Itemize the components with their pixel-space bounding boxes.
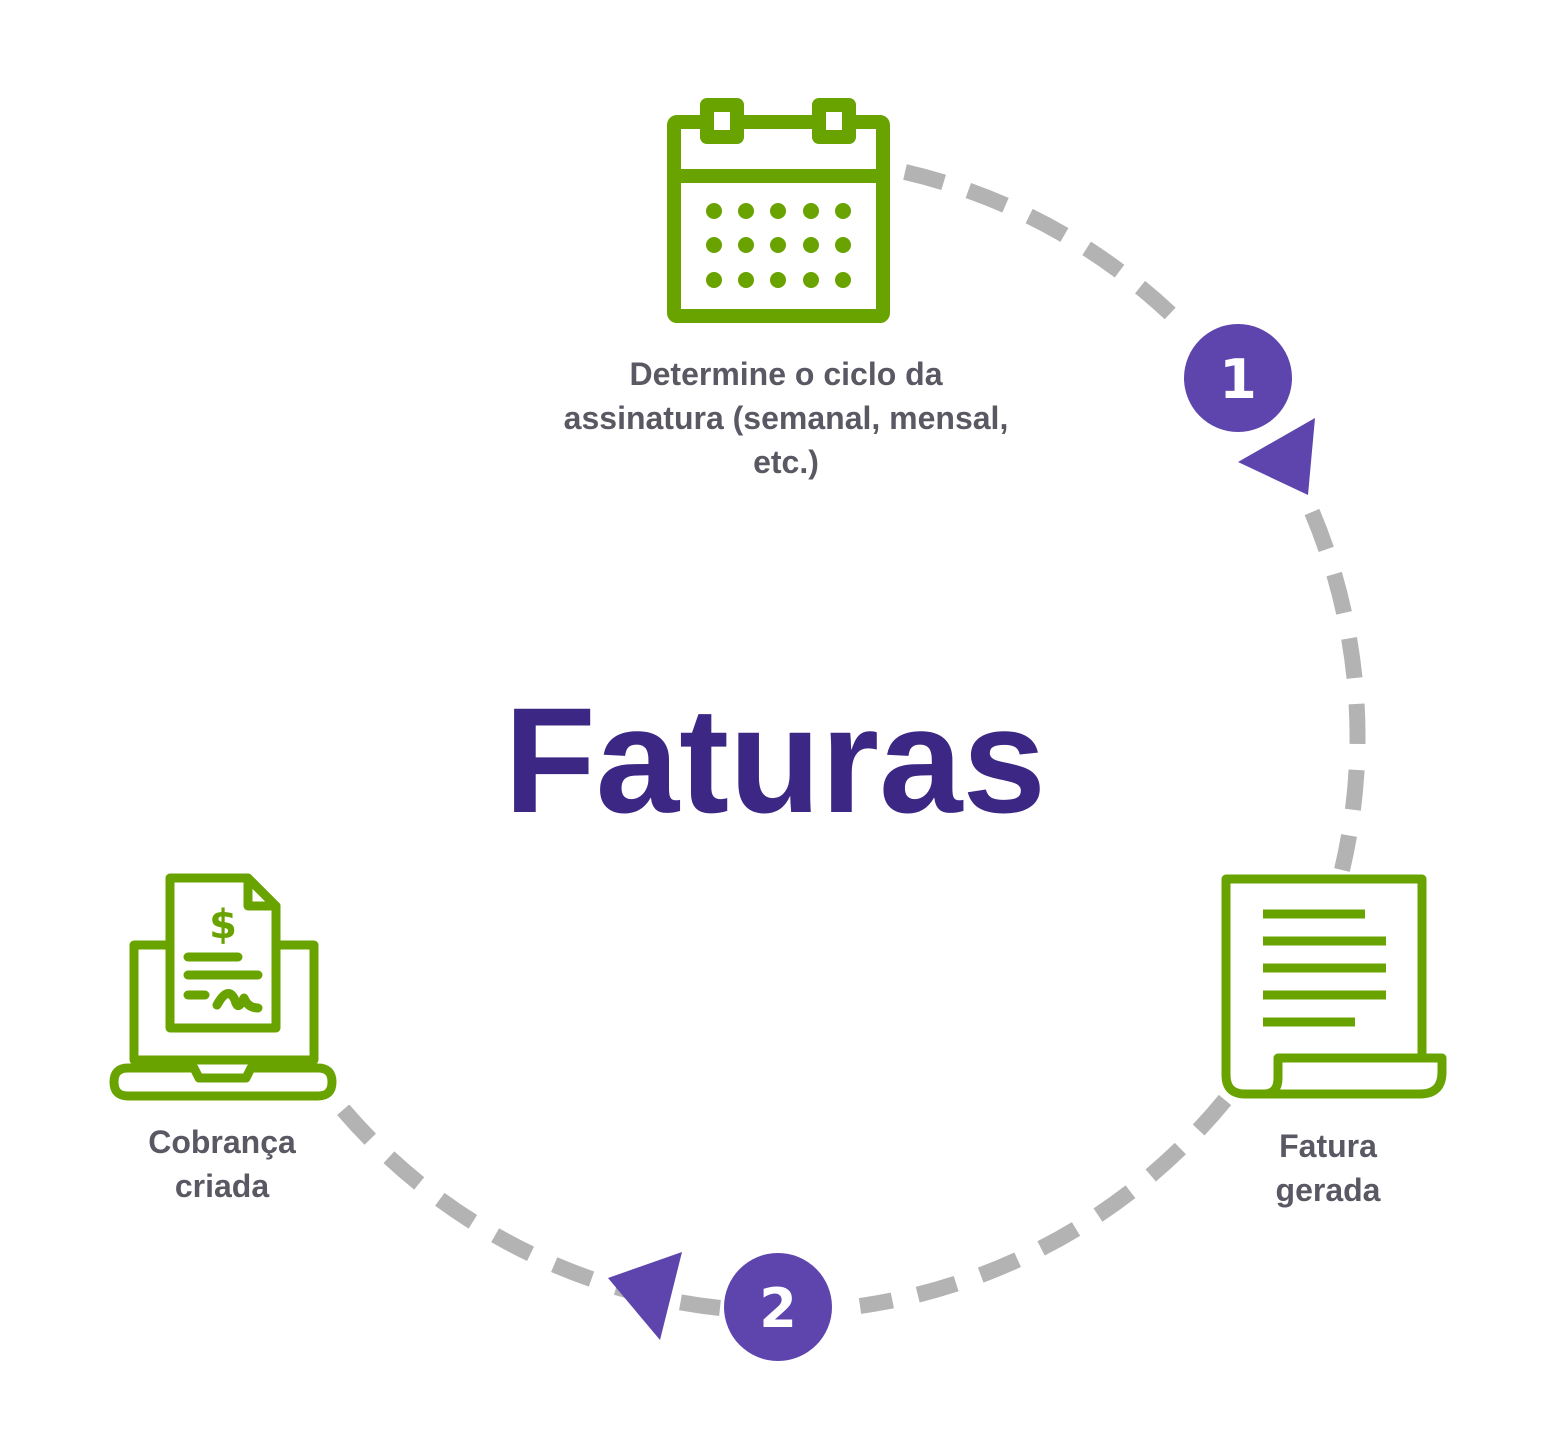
svg-text:2: 2	[759, 1277, 797, 1340]
svg-text:$: $	[209, 902, 237, 948]
arc-invoice-to-badge2	[858, 1094, 1232, 1314]
step-label-invoice-line1: Fatura	[1279, 1128, 1377, 1164]
arc-badge1-to-invoice	[1304, 508, 1366, 872]
step-label-charge: Cobrança criada	[112, 1120, 332, 1208]
arrow-2-icon	[608, 1252, 682, 1340]
arrow-1-icon	[1238, 418, 1315, 495]
arc-badge2-to-laptop	[328, 1094, 721, 1316]
calendar-icon	[667, 98, 890, 323]
step-label-charge-line1: Cobrança	[148, 1124, 296, 1160]
step-label-invoice: Fatura gerada	[1228, 1124, 1428, 1212]
laptop-invoice-icon: $	[109, 873, 337, 1101]
step-label-invoice-line2: gerada	[1275, 1172, 1381, 1208]
diagram-title: Faturas	[504, 676, 1046, 844]
badge-2: 2	[724, 1253, 832, 1361]
badge-1: 1	[1184, 324, 1292, 432]
arc-calendar-to-badge1	[903, 164, 1181, 324]
invoice-document-icon	[1221, 874, 1447, 1099]
step-label-cycle: Determine o ciclo da assinatura (semanal…	[563, 356, 1009, 480]
svg-text:1: 1	[1219, 348, 1257, 411]
step-label-charge-line2: criada	[174, 1168, 270, 1204]
